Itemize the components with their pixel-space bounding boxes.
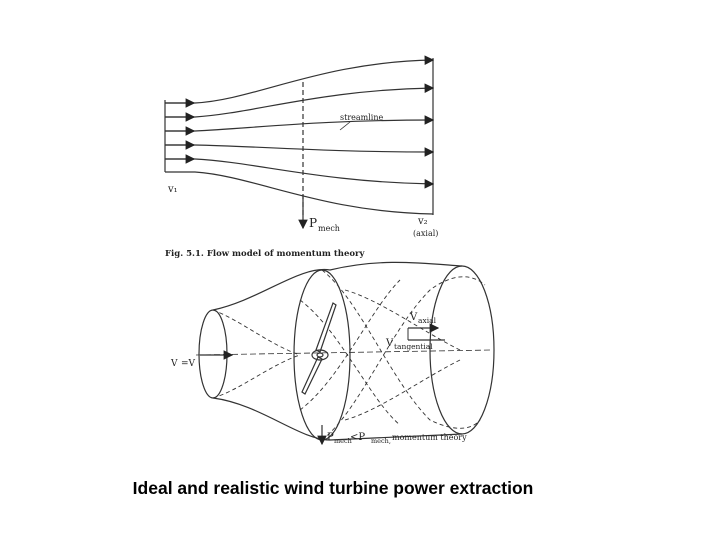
p-label-c: momentum theory [392,433,467,442]
figure-caption: Fig. 5.1. Flow model of momentum theory [165,249,365,259]
streamline-4 [165,144,435,157]
pmech-label: P [309,216,317,230]
rotor-disk-ellipse [293,269,351,441]
p-label-b: <P [350,432,365,443]
p-sub: mech [334,437,352,445]
p-label-a: P [327,432,334,443]
streamline-3 [165,115,435,132]
inlet-ellipse [198,309,228,399]
v-axial-sub: axial [418,316,437,325]
center-axis [195,349,493,356]
v-tangential-sub: tangential [394,342,433,351]
tube-bottom [212,397,463,441]
inlet-arrows [165,98,196,164]
streamline-pointer [339,121,351,131]
v2-axial-label: (axial) [413,229,438,238]
v-axial-label: V [409,312,418,323]
momentum-flow-diagram [164,55,435,230]
rotor-blades [301,302,337,395]
tube-top [212,261,463,311]
streamline-label: streamline [340,113,384,122]
pmech-sub: mech [318,224,340,233]
p-sub2: mech, [371,437,391,445]
v-inflow-tail: =V [181,359,196,369]
realistic-wake-diagram [195,261,495,446]
v-tangential-label: V [385,338,394,349]
streamline-5 [165,158,435,189]
streamline-6 [165,171,434,215]
v-inflow-label: V [170,359,178,369]
streamline-2 [165,83,435,118]
v2-label: v₂ [417,216,428,227]
helical-wake [212,269,486,441]
streamline-1 [165,55,435,104]
slide-caption: Ideal and realistic wind turbine power e… [132,478,534,498]
v1-label: v₁ [167,184,178,195]
